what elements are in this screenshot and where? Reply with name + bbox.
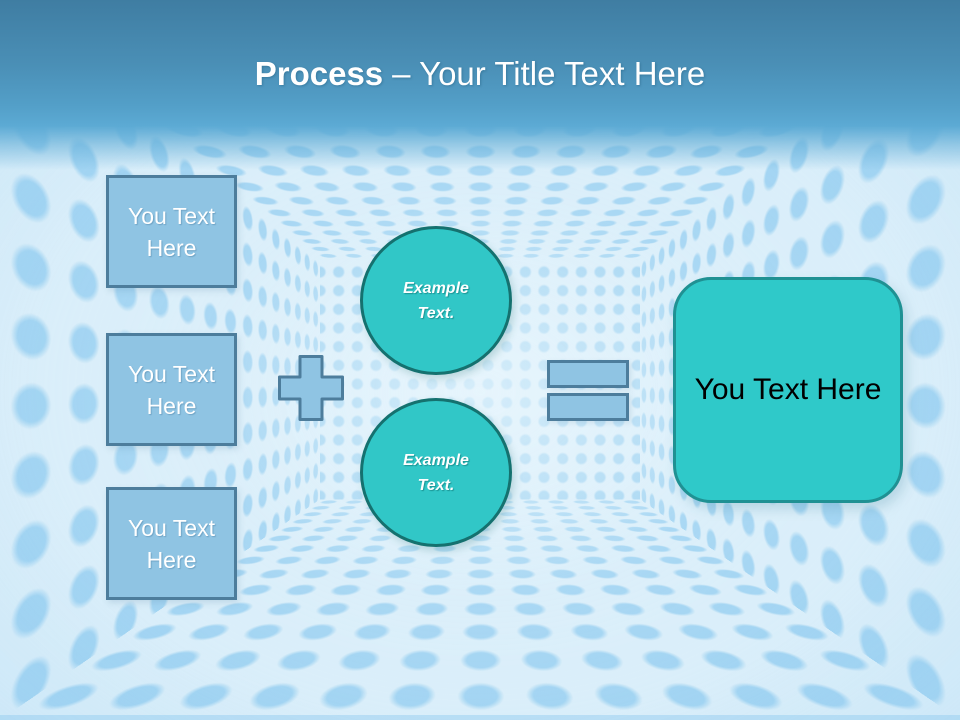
title-rest-text: – Your Title Text Here [392, 55, 706, 92]
result-box: You Text Here [673, 277, 903, 503]
input-box-1: You Text Here [106, 175, 237, 288]
bottom-accent-strip [0, 715, 960, 720]
page-title: Process– Your Title Text Here [0, 54, 960, 94]
example-circle-label: Example Text. [403, 451, 469, 494]
equals-icon [547, 360, 629, 421]
title-bar: Process– Your Title Text Here [0, 0, 960, 170]
title-keyword: Process [254, 55, 384, 92]
equals-bar-bottom [547, 393, 629, 421]
input-box-label: You Text Here [128, 360, 215, 419]
equals-bar-top [547, 360, 629, 388]
example-circle-2: Example Text. [360, 398, 512, 547]
example-circle-label: Example Text. [403, 279, 469, 322]
input-box-2: You Text Here [106, 333, 237, 446]
input-box-3: You Text Here [106, 487, 237, 600]
input-box-label: You Text Here [128, 514, 215, 573]
input-box-label: You Text Here [128, 202, 215, 261]
result-box-label: You Text Here [694, 373, 882, 406]
example-circle-1: Example Text. [360, 226, 512, 375]
plus-icon [277, 354, 345, 422]
